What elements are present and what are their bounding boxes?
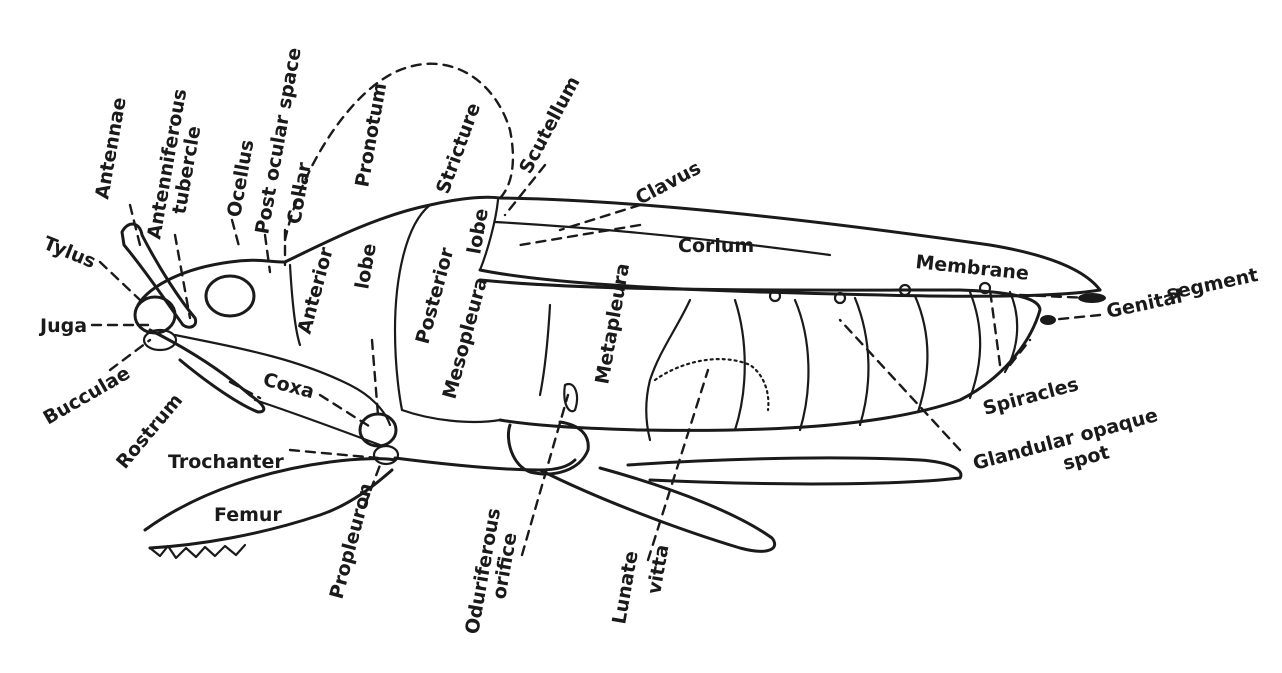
- label-ocellus: Ocellus: [223, 138, 258, 219]
- leader-spiracles: [990, 290, 1000, 365]
- label-lunate-1: Lunate: [608, 549, 643, 626]
- segment-line-3: [855, 298, 868, 425]
- clavus-line: [495, 222, 830, 255]
- label-stricture: Stricture: [432, 100, 485, 197]
- genital-lower-mark: [1040, 315, 1056, 325]
- leader-glandular: [840, 320, 960, 450]
- label-coxa: Coxa: [261, 369, 317, 404]
- leader-lunate: [648, 370, 708, 560]
- coxa-shape: [360, 414, 396, 446]
- label-pronotum: Pronotum: [351, 81, 391, 189]
- labels: Antennae Antenniferous tubercle Ocellus …: [38, 46, 1260, 636]
- label-juga: Juga: [38, 315, 87, 337]
- metapleura-line2: [646, 300, 690, 440]
- leader-rostrum: [230, 382, 260, 398]
- label-trochanter: Trochanter: [168, 451, 284, 473]
- segment-line-1: [735, 300, 745, 430]
- leader-odoriferous: [522, 395, 568, 555]
- leader-post-ocular: [265, 235, 270, 272]
- mesopleura-line: [402, 410, 500, 422]
- front-tibia: [395, 458, 575, 470]
- label-lunate-2: vitta: [643, 543, 673, 596]
- label-antennae: Antennae: [91, 96, 131, 201]
- metapleura-line1: [540, 305, 550, 395]
- mid-coxa: [508, 422, 588, 474]
- label-bucculae: Bucculae: [40, 362, 134, 429]
- label-corium: Corium: [678, 235, 754, 257]
- compound-eye: [206, 276, 254, 316]
- tylus-snout: [135, 297, 175, 333]
- label-membrane: Membrane: [914, 251, 1029, 285]
- leader-clavus: [560, 205, 640, 230]
- label-anterior-2: lobe: [351, 242, 381, 291]
- label-genital-2: segment: [1164, 264, 1260, 305]
- leader-tylus: [100, 262, 140, 300]
- label-spiracles: Spiracles: [981, 373, 1081, 420]
- lunate-vitta-arc: [655, 359, 768, 410]
- segment-line-4: [915, 296, 927, 412]
- genital-segment-mark: [1078, 293, 1106, 303]
- label-anterior-1: Anterior: [294, 245, 338, 337]
- label-femur: Femur: [214, 504, 282, 526]
- leader-trochanter: [290, 450, 378, 458]
- label-scutellum: Scutellum: [515, 73, 585, 178]
- leader-coxa: [320, 395, 372, 428]
- segment-line-2: [795, 300, 808, 430]
- label-propleuron: Propleuron: [326, 481, 378, 601]
- label-tylus: Tylus: [40, 232, 99, 273]
- label-collar: Collar: [283, 160, 316, 226]
- anterior-lobe-boundary: [290, 265, 300, 345]
- label-posterior-1: Posterior: [412, 245, 459, 347]
- segment-line-5: [970, 292, 980, 398]
- leader-ocellus: [232, 220, 240, 250]
- label-metapleura: Metapleura: [591, 261, 634, 385]
- label-clavus: Clavus: [632, 157, 705, 210]
- leader-genital: [1050, 315, 1100, 320]
